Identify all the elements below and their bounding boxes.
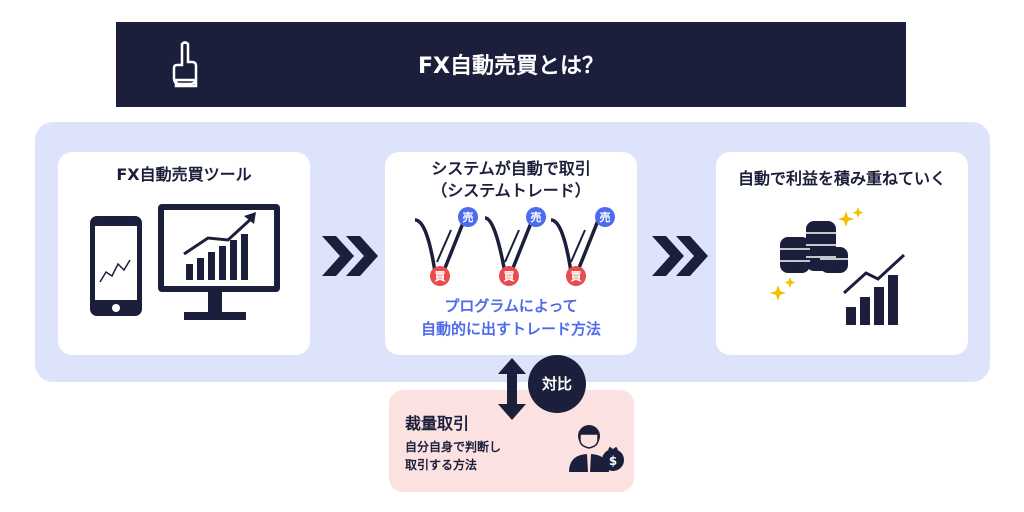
businessman-money-icon: $ (569, 425, 624, 472)
card-fx-tool: FX自動売買ツール (58, 152, 310, 355)
header-banner: FX自動売買とは？ (116, 22, 906, 107)
buy-label: 買 (571, 270, 582, 283)
system-trade-desc: プログラムによって (444, 297, 578, 315)
coins-growth-icon (770, 207, 906, 325)
card-title: システムが自動で取引（システムトレード） (431, 159, 591, 200)
contrast-badge: 対比 (528, 355, 586, 413)
page-title: FX自動売買とは？ (418, 54, 604, 79)
buy-label: 買 (435, 270, 446, 283)
pointing-hand-icon (172, 41, 198, 88)
svg-text:$: $ (609, 454, 617, 468)
buy-label: 買 (504, 270, 515, 283)
system-trade-desc: 自動的に出すトレード方法 (420, 320, 601, 338)
card-title: 自動で利益を積み重ねていく (737, 169, 946, 188)
discretionary-title: 裁量取引 (405, 414, 470, 433)
card-profit: 自動で利益を積み重ねていく (716, 152, 968, 355)
devices-chart-icon (90, 204, 280, 320)
discretionary-desc: 自分自身で判断し取引する方法 (405, 440, 502, 472)
sell-label: 売 (600, 210, 611, 224)
chevron-right-icon (652, 236, 708, 276)
sell-label: 売 (531, 210, 542, 224)
double-arrow-icon (498, 358, 526, 420)
card-system-trade: システムが自動で取引（システムトレード） 売 売 売 買 買 買 プログラムによ… (385, 152, 637, 355)
chevron-right-icon (322, 236, 378, 276)
sell-label: 売 (463, 210, 474, 224)
card-title: FX自動売買ツール (116, 165, 252, 184)
wave-trade-diagram: 売 売 売 買 買 買 (414, 207, 615, 286)
